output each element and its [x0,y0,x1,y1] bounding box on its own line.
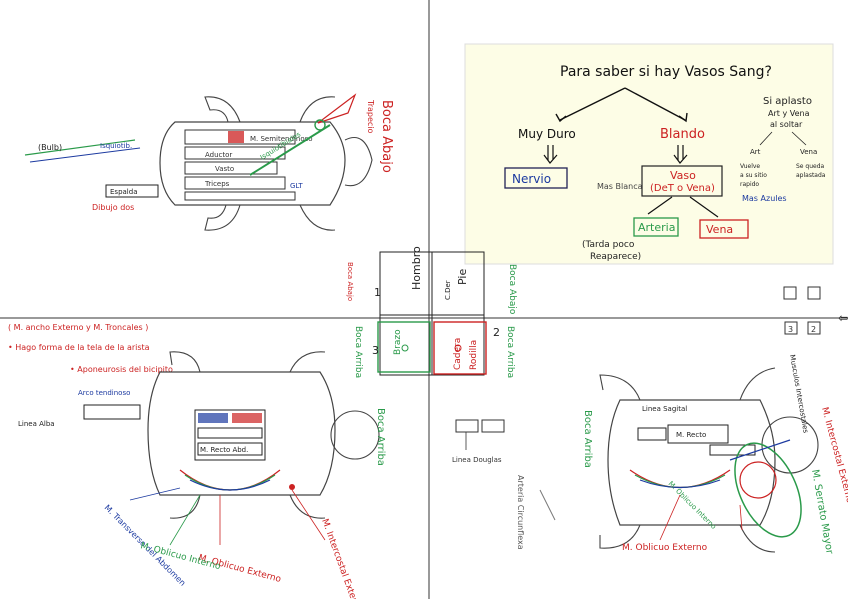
tl-title: Boca Abajo [379,100,394,173]
bl-note2: • Hago forma de la tela de la arista [8,343,150,352]
br-arteria-circunflexa: Arteria Circunflexa [516,475,525,550]
flow-blando: Blando [660,127,705,142]
flowchart-card: Para saber si hay Vasos Sang? Muy Duro B… [465,44,833,264]
center-n1: 1 [374,286,381,299]
flow-vena: Vena [706,223,733,236]
top-left-body: M. Semitendinoso Aductor Vasto Triceps G… [25,95,394,230]
br-m-recto: M. Recto [676,431,706,439]
flow-al-soltar: al soltar [770,120,803,129]
bottom-left-body: ( M. ancho Externo y M. Troncales ) • Ha… [8,323,386,599]
tl-trapecio: Trapecio [366,99,375,134]
bl-m-intercostal: M. Intercostal Externo [319,518,362,599]
center-hombro: Hombro [410,246,423,290]
flow-art-y-vena: Art y Vena [768,109,810,118]
bl-linea-alba: Linea Alba [18,420,55,428]
flow-vuelve: Vuelve [740,163,760,170]
center-boca-arriba-small: Boca Arriba [353,326,363,378]
flow-nervio: Nervio [512,172,551,186]
br-linea-sagital: Linea Sagital [642,405,687,413]
center-cadera: Cadera [453,338,463,370]
arrow-left-icon: ⇦ [838,311,848,325]
center-boxes: Pie C.Der Hombro Brazo 1 2 3 Cadera Rodi… [346,246,517,378]
flow-rapido: rapido [740,181,759,188]
tl-vasto: Vasto [215,165,234,173]
flow-tarda-poco: (Tarda poco [582,240,635,250]
br-musculos-interc: Musculos Intercostales [788,354,810,434]
center-boca-abajo-right: Boca Abajo [507,264,517,315]
bl-boca-arriba: Boca Arriba [375,408,386,466]
mini-square [808,287,820,299]
br-m-oblicuo-ext: M. Oblicuo Externo [622,543,708,553]
bl-note3: • Aponeurosis del bicipito [70,365,173,374]
br-linea-douglas: Linea Douglas [452,456,502,464]
flow-se-queda: Se queda [796,163,825,170]
flow-vaso-sub: (DeT o Vena) [650,183,715,194]
bl-m-recto: M. Recto Abd. [200,446,248,454]
bl-note1: ( M. ancho Externo y M. Troncales ) [8,323,148,332]
br-m-serrato: M. Serrato Mayor [809,469,835,556]
tl-glt: GLT [290,182,303,190]
flow-si-aplasto: Si aplasto [763,96,812,107]
tl-triceps: Triceps [204,180,230,188]
flow-a-su-sitio: a su sitio [740,172,767,179]
tl-dibujo-dos: Dibujo dos [92,203,134,212]
br-boca-arriba: Boca Arriba [582,410,593,468]
center-brazo: Brazo [393,329,403,355]
center-pie: Pie [456,269,469,285]
flow-aplastada: aplastada [796,172,826,179]
flow-art-note: Art [750,148,761,156]
flow-mas-blanca: Mas Blanca [597,182,643,191]
br-sq2: 2 [811,325,816,334]
mini-square [784,287,796,299]
flow-arteria: Arteria [638,221,675,234]
flowchart-question: Para saber si hay Vasos Sang? [560,64,772,80]
flow-vaso: Vaso [670,169,696,182]
center-boca-arriba-right: Boca Arriba [505,326,515,378]
tl-ischio-blue: Isquiotib. [100,142,132,150]
center-n3: 3 [372,344,379,357]
center-rodilla: Rodilla [469,340,479,370]
tl-espalda: Espalda [110,188,137,196]
flow-mas-azules: Mas Azules [742,194,787,203]
center-n2: 2 [493,326,500,339]
tl-aductor: Aductor [205,151,232,159]
flow-muy-duro: Muy Duro [518,127,576,141]
center-boca-abajo-small: Boca Abajo [346,262,354,301]
flow-vena-note: Vena [800,148,817,156]
bl-arco: Arco tendinoso [78,389,130,397]
tl-bulb: (Bulb) [38,143,62,152]
center-pie-sub: C.Der [444,280,452,300]
flow-reaparece: Reaparece) [590,252,641,262]
br-sq3: 3 [788,325,793,334]
